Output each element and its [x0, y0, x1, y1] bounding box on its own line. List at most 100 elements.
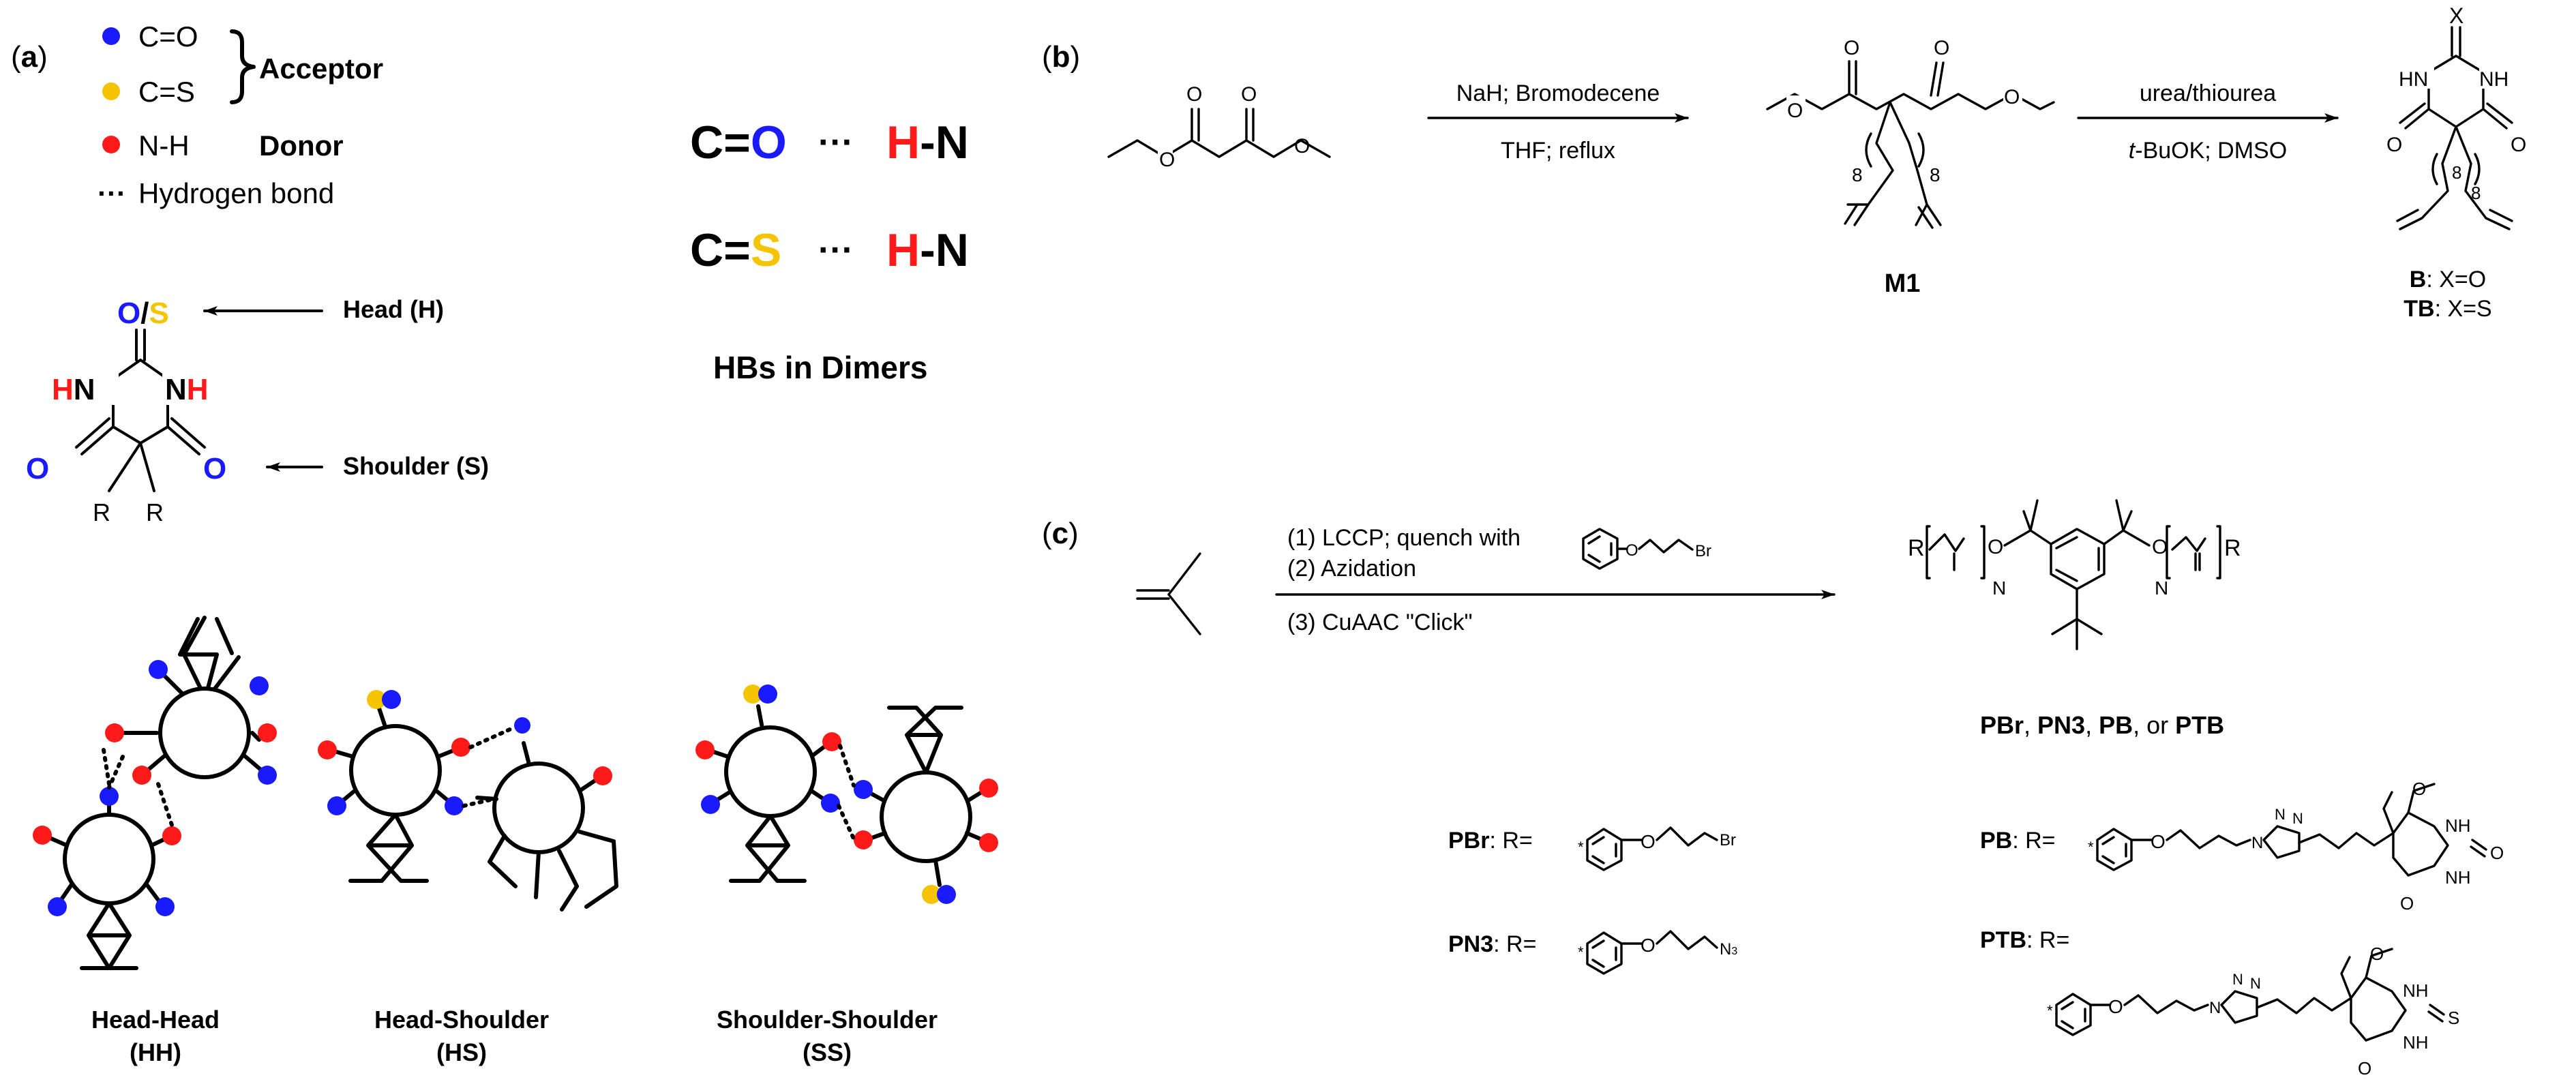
svg-text:O: O — [1988, 536, 2003, 558]
svg-text:N: N — [2250, 975, 2261, 992]
acceptor-sulfur-dot-icon — [102, 82, 120, 100]
legend: C=O C=S Acceptor N-H Donor ··· Hydrogen … — [98, 20, 383, 209]
svg-text:O: O — [2151, 831, 2166, 852]
mode-hh-name: Head-Head — [91, 1006, 220, 1034]
svg-text:O: O — [2412, 779, 2426, 799]
dimer-ss — [695, 684, 998, 904]
head-atom: O/S — [117, 297, 169, 330]
dimer-cs: C=S — [690, 224, 781, 276]
svg-text:O: O — [1641, 831, 1656, 852]
dimer-dots-1: ··· — [818, 123, 854, 162]
svg-text:N: N — [2155, 577, 2168, 599]
dimer-co: C=O — [690, 117, 787, 168]
mode-hs-abbr: (HS) — [436, 1038, 487, 1066]
svg-text:O: O — [1241, 83, 1257, 106]
svg-text:O: O — [1934, 37, 1949, 59]
svg-text:R: R — [1908, 535, 1925, 561]
o-left: O — [26, 452, 49, 485]
nh-right: NH — [165, 373, 209, 406]
svg-text:Br: Br — [1720, 831, 1736, 849]
dimer-hh — [33, 616, 277, 970]
dimer-hn-2: H-N — [886, 224, 969, 276]
co-right-bond — [166, 425, 200, 455]
r-group-2: R — [146, 498, 164, 526]
mode-ss-name: Shoulder-Shoulder — [717, 1006, 938, 1034]
svg-text:O: O — [2400, 893, 2414, 914]
svg-text:NH: NH — [2403, 980, 2429, 1001]
r-group-1: R — [93, 498, 110, 526]
svg-text:O: O — [2358, 1058, 2371, 1079]
product-tb-label: TB: X=S — [2403, 296, 2491, 322]
svg-text:O: O — [1626, 541, 1638, 560]
hn-left: HN — [52, 373, 95, 406]
legend-nh: N-H — [138, 130, 190, 162]
svg-text:N3: N3 — [1720, 940, 1737, 959]
svg-text:*: * — [2047, 1002, 2053, 1019]
polymer-caption: PBr, PN3, PB, or PTB — [1980, 711, 2224, 739]
dimer-hs — [318, 690, 618, 912]
svg-text:O: O — [2108, 996, 2123, 1017]
svg-text:*: * — [1578, 839, 1584, 856]
arrow1-reagents: NaH; Bromodecene — [1456, 80, 1660, 106]
svg-text:PB: R=: PB: R= — [1980, 828, 2056, 854]
step-2: (2) Azidation — [1287, 556, 1416, 582]
svg-text:NH: NH — [2479, 68, 2508, 91]
svg-text:O: O — [1641, 935, 1656, 956]
svg-text:PTB: R=: PTB: R= — [1980, 927, 2069, 953]
svg-text:N: N — [2292, 810, 2303, 827]
svg-text:NH: NH — [2445, 815, 2471, 836]
product-b-label: B: X=O — [2410, 267, 2486, 292]
co-left-bond-2 — [75, 417, 110, 449]
step-3: (3) CuAAC "Click" — [1287, 609, 1473, 635]
donor-dot-icon — [102, 136, 120, 153]
mode-ss-abbr: (SS) — [803, 1038, 852, 1066]
svg-text:X: X — [2449, 3, 2463, 28]
acceptor-brace-icon — [230, 29, 256, 104]
mode-captions: Head-Head (HH) Head-Shoulder (HS) Should… — [91, 1006, 938, 1066]
svg-text:S: S — [2448, 1008, 2459, 1028]
legend-hbond-dots: ··· — [98, 177, 126, 209]
o-right: O — [203, 452, 226, 485]
svg-text:O: O — [1787, 100, 1803, 122]
panel-c: (c) (1) LCCP; quench with (2) Azidation … — [1042, 499, 2504, 1079]
legend-acceptor: Acceptor — [259, 52, 383, 85]
svg-text:R: R — [2224, 535, 2241, 561]
svg-text:8: 8 — [2452, 162, 2461, 183]
svg-text:O: O — [2004, 86, 2020, 108]
pyrimidine-ring — [112, 359, 169, 445]
hs-right-ring — [492, 762, 585, 854]
r-left-bond — [108, 442, 142, 492]
panel-a: (a) C=O C=S Acceptor N-H Donor ··· Hydro… — [11, 20, 998, 1066]
co-right-bond-2 — [170, 417, 206, 449]
r-right-bond — [139, 442, 155, 492]
hh-upper-ring — [158, 687, 251, 779]
shoulder-label: Shoulder (S) — [343, 452, 489, 480]
svg-text:N: N — [2251, 834, 2263, 852]
svg-text:O: O — [2152, 536, 2168, 558]
mode-hh-abbr: (HH) — [130, 1038, 181, 1066]
r-group-pn3: PN3: R= * O N3 — [1448, 930, 1737, 975]
m1-structure: O O O O 8 8 — [1766, 37, 2055, 229]
panel-b-label: (b) — [1042, 40, 1080, 74]
mode-hs-name: Head-Shoulder — [374, 1006, 549, 1034]
arrow2-reagents: urea/thiourea — [2140, 80, 2276, 106]
svg-text:Br: Br — [1695, 542, 1711, 560]
svg-text:O: O — [1294, 135, 1310, 157]
dimers-title: HBs in Dimers — [713, 350, 927, 385]
svg-text:N: N — [2275, 806, 2286, 823]
barbiturate-structure: O/S HN NH O O R R Head (H) Shoulder (S) — [26, 295, 489, 526]
svg-text:O: O — [2386, 134, 2402, 156]
isobutylene — [1136, 552, 1201, 635]
quench-reagent: O Br — [1582, 528, 1711, 570]
legend-donor: Donor — [259, 130, 344, 162]
hs-left-ring — [349, 724, 442, 817]
panel-a-label: (a) — [11, 40, 48, 74]
legend-cs: C=S — [138, 76, 195, 108]
dimer-dots-2: ··· — [818, 230, 854, 270]
svg-text:N: N — [1992, 577, 2006, 599]
r-group-pbr: PBr: R= * O Br — [1448, 826, 1736, 871]
m1-label: M1 — [1885, 269, 1921, 298]
ss-left-ring — [724, 725, 817, 818]
r-group-pb: PB: R= * O N N N NH NH O O O — [1980, 779, 2504, 914]
